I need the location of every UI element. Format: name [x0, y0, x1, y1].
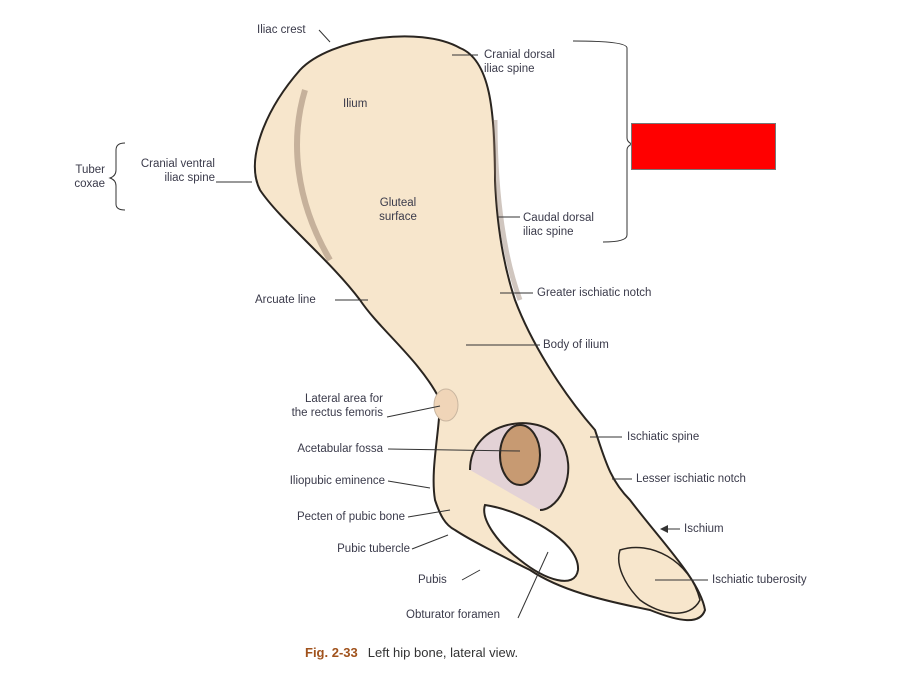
- label-ilium: Ilium: [343, 98, 368, 110]
- label-cranial-dorsal-iliac-spine: Cranial dorsal iliac spine: [484, 49, 555, 75]
- label-tuber-coxae: Tuber coxae: [74, 164, 105, 190]
- label-greater-ischiatic-notch: Greater ischiatic notch: [537, 287, 652, 299]
- label-cranial-ventral-iliac-spine: Cranial ventral iliac spine: [140, 158, 215, 184]
- label-iliac-crest: Iliac crest: [257, 24, 306, 36]
- label-obturator-foramen: Obturator foramen: [406, 609, 500, 621]
- acetabular-fossa-shape: [499, 424, 541, 486]
- label-arcuate-line: Arcuate line: [255, 294, 316, 306]
- figure-caption-text: Left hip bone, lateral view.: [367, 645, 519, 660]
- label-pecten-of-pubic-bone: Pecten of pubic bone: [296, 511, 405, 523]
- obturator-foramen-shape: [483, 503, 580, 582]
- label-iliopubic-eminence: Iliopubic eminence: [289, 475, 385, 487]
- label-gluteal-surface: Gluteal surface: [379, 197, 417, 223]
- label-pubis: Pubis: [418, 574, 447, 586]
- figure-caption: Fig. 2-33 Left hip bone, lateral view.: [305, 645, 518, 660]
- label-pubic-tubercle: Pubic tubercle: [337, 543, 410, 555]
- label-caudal-dorsal-iliac-spine: Caudal dorsal iliac spine: [523, 212, 594, 238]
- label-ischiatic-spine: Ischiatic spine: [627, 431, 700, 443]
- label-acetabular-fossa: Acetabular fossa: [297, 443, 383, 455]
- label-lesser-ischiatic-notch: Lesser ischiatic notch: [636, 473, 746, 485]
- redaction-box: [631, 123, 776, 170]
- figure-number: Fig. 2-33: [305, 645, 358, 660]
- label-ischiatic-tuberosity: Ischiatic tuberosity: [712, 574, 807, 586]
- bone-outline-shape: [254, 35, 707, 622]
- label-ischium: Ischium: [684, 523, 724, 535]
- label-lateral-area-rectus-femoris: Lateral area for the rectus femoris: [291, 393, 383, 419]
- label-body-of-ilium: Body of ilium: [543, 339, 609, 351]
